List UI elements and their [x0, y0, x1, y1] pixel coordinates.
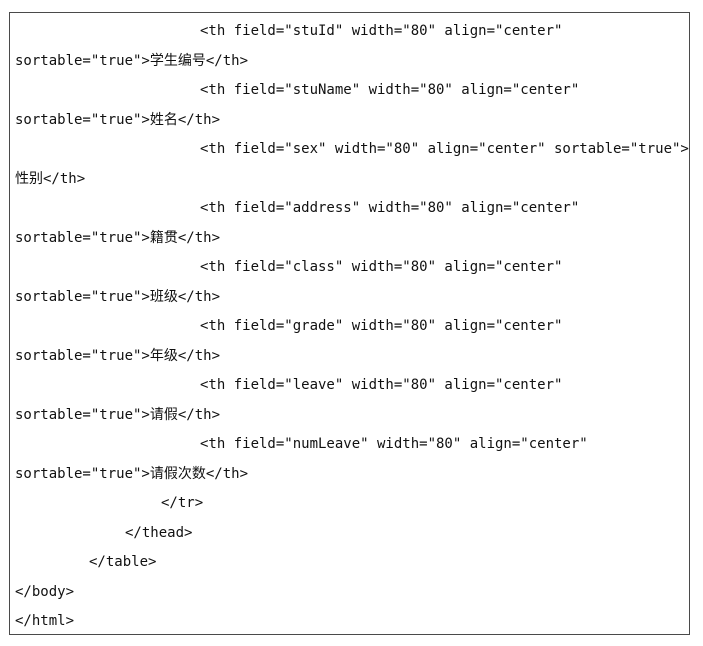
code-line: <th field="stuId" width="80" align="cent…	[200, 23, 563, 39]
code-line: </body>	[15, 584, 75, 600]
code-line: <th field="sex" width="80" align="center…	[200, 141, 689, 157]
code-line: <th field="class" width="80" align="cent…	[200, 259, 563, 275]
code-line: </thead>	[125, 525, 193, 541]
code-line: <th field="stuName" width="80" align="ce…	[200, 82, 580, 98]
code-line: sortable="true">姓名</th>	[15, 112, 221, 128]
code-line: </tr>	[161, 495, 204, 511]
code-line: <th field="address" width="80" align="ce…	[200, 200, 580, 216]
code-line: </table>	[89, 554, 157, 570]
code-line: sortable="true">请假</th>	[15, 407, 221, 423]
code-line: sortable="true">籍贯</th>	[15, 230, 221, 246]
code-block: <th field="stuId" width="80" align="cent…	[9, 12, 690, 635]
code-line: <th field="leave" width="80" align="cent…	[200, 377, 563, 393]
code-line: <th field="numLeave" width="80" align="c…	[200, 436, 588, 452]
code-line: sortable="true">请假次数</th>	[15, 466, 249, 482]
code-line: sortable="true">班级</th>	[15, 289, 221, 305]
code-line: </html>	[15, 613, 75, 629]
code-line: 性别</th>	[15, 171, 86, 187]
code-line: sortable="true">年级</th>	[15, 348, 221, 364]
code-line: sortable="true">学生编号</th>	[15, 53, 249, 69]
code-line: <th field="grade" width="80" align="cent…	[200, 318, 563, 334]
